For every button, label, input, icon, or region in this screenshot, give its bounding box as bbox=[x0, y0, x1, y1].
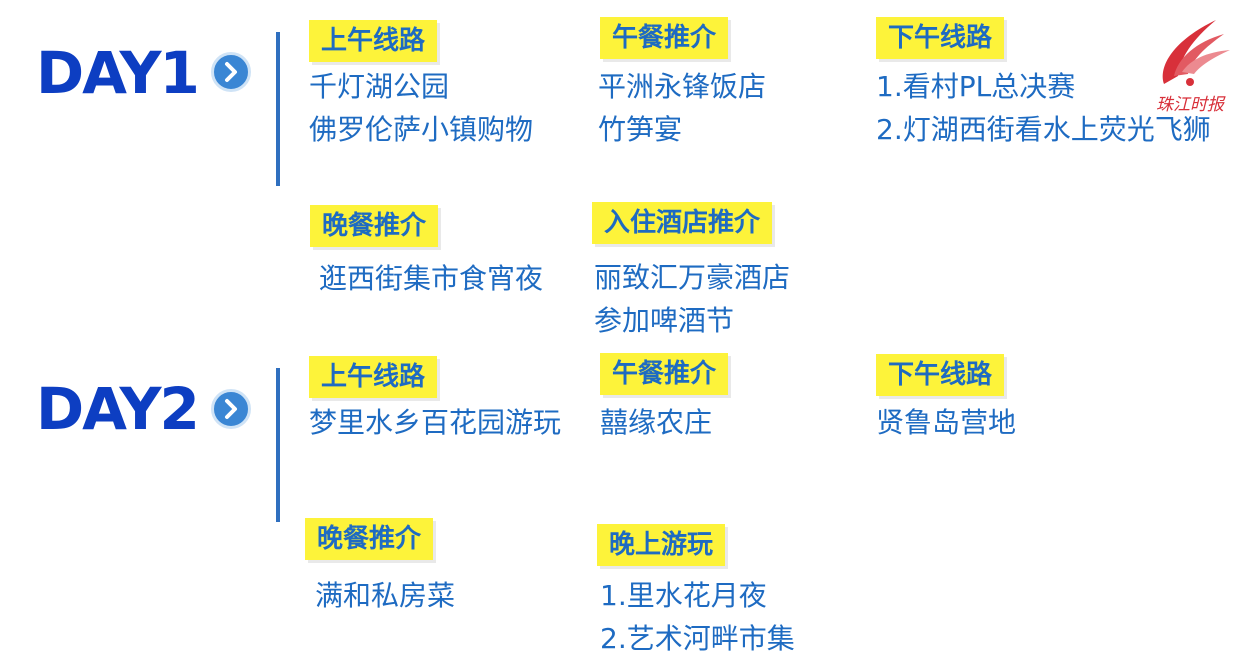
day1-afternoon-item: 1.看村PL总决赛 bbox=[876, 70, 1076, 103]
day1-title: DAY1 bbox=[36, 39, 200, 107]
day2-chevron-right-icon[interactable] bbox=[211, 389, 251, 429]
day2-dinner-tag: 晚餐推介 bbox=[305, 518, 434, 560]
logo-swoosh-icon bbox=[1162, 20, 1230, 86]
day2-divider bbox=[276, 368, 280, 522]
day2-morning-tag: 上午线路 bbox=[309, 356, 438, 398]
day2-lunch-item: 囍缘农庄 bbox=[600, 406, 713, 439]
day1-afternoon-item: 2.灯湖西街看水上荧光飞狮 bbox=[876, 113, 1211, 146]
day1-hotel-item: 丽致汇万豪酒店 bbox=[594, 261, 791, 294]
newspaper-logo: 珠江时报 bbox=[1144, 14, 1236, 115]
day2-evening-item: 2.艺术河畔市集 bbox=[600, 622, 795, 655]
day1-morning-tag: 上午线路 bbox=[309, 20, 438, 62]
day1-divider bbox=[276, 32, 280, 186]
day1-hotel-item: 参加啤酒节 bbox=[594, 304, 735, 337]
day2-evening-item: 1.里水花月夜 bbox=[600, 579, 767, 612]
day1-lunch-item: 竹笋宴 bbox=[598, 113, 683, 146]
day2-morning-item: 梦里水乡百花园游玩 bbox=[309, 406, 562, 439]
day1-dinner-item: 逛西街集市食宵夜 bbox=[319, 262, 544, 295]
day1-morning-item: 佛罗伦萨小镇购物 bbox=[309, 113, 534, 146]
day2-evening-tag: 晚上游玩 bbox=[597, 524, 726, 566]
day2-dinner-item: 满和私房菜 bbox=[315, 579, 456, 612]
day1-hotel-tag: 入住酒店推介 bbox=[592, 202, 773, 244]
day2-afternoon-tag: 下午线路 bbox=[876, 354, 1005, 396]
day2-afternoon-item: 贤鲁岛营地 bbox=[876, 406, 1017, 439]
day1-chevron-right-icon[interactable] bbox=[211, 52, 251, 92]
day2-title: DAY2 bbox=[36, 375, 200, 443]
day1-afternoon-tag: 下午线路 bbox=[876, 17, 1005, 59]
day2-lunch-tag: 午餐推介 bbox=[600, 353, 729, 395]
day1-dinner-tag: 晚餐推介 bbox=[310, 205, 439, 247]
day1-lunch-item: 平洲永锋饭店 bbox=[598, 70, 767, 103]
logo-text: 珠江时报 bbox=[1156, 95, 1224, 115]
day1-lunch-tag: 午餐推介 bbox=[600, 17, 729, 59]
day1-morning-item: 千灯湖公园 bbox=[309, 70, 450, 103]
